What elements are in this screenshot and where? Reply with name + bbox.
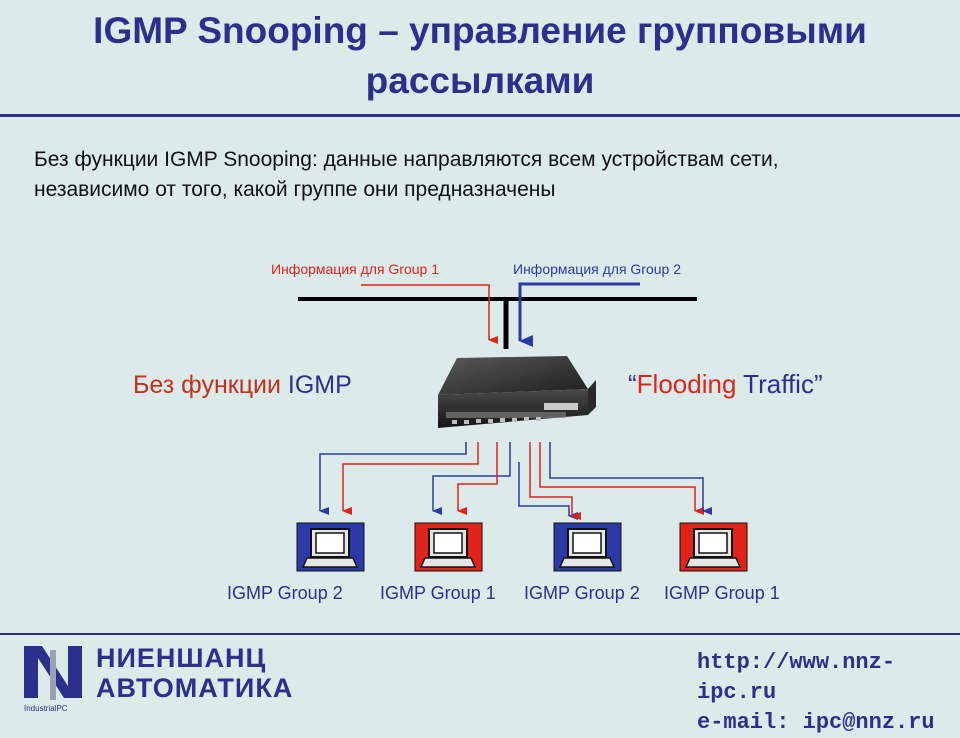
- group2-info-arrow: [518, 282, 640, 347]
- group1-info-label: Информация для Group 1: [271, 261, 439, 277]
- flood-arrow-red-3: [529, 442, 581, 520]
- company-logo-icon: [24, 646, 82, 700]
- host-group1-b-icon: [679, 522, 748, 572]
- logo-subtitle: IndustrialPC: [24, 704, 68, 713]
- network-diagram: [24, 282, 748, 700]
- network-switch-image: [438, 356, 596, 428]
- page-title: IGMP Snooping – управление групповыми ра…: [93, 10, 867, 101]
- title-divider: [0, 114, 960, 117]
- group2-info-label: Информация для Group 2: [513, 261, 681, 277]
- logo-line-1: НИЕНШАНЦ: [96, 643, 267, 673]
- flood-arrow-blue-2: [432, 442, 511, 515]
- no-igmp-label: Без функции IGMP: [133, 371, 352, 400]
- flood-arrow-blue-3: [518, 462, 578, 520]
- host-label-2: IGMP Group 1: [380, 583, 496, 603]
- flood-arrow-blue-4: [549, 442, 712, 515]
- email-link[interactable]: e-mail: ipc@nnz.ru: [697, 710, 935, 735]
- footer-divider: [0, 633, 960, 635]
- flooding-rest: Traffic”: [736, 369, 823, 399]
- group1-info-arrow: [361, 284, 498, 344]
- contact-info: http://www.nnz-ipc.ru e-mail: ipc@nnz.ru: [697, 648, 960, 738]
- host-label-4: IGMP Group 1: [664, 583, 780, 603]
- flood-arrow-red-1: [342, 442, 479, 515]
- flood-arrow-red-4: [539, 442, 704, 515]
- host-group2-b-icon: [553, 522, 622, 572]
- no-igmp-prefix: Без функции: [133, 371, 281, 399]
- intro-text: Без функции IGMP Snooping: данные направ…: [34, 148, 779, 201]
- flooding-traffic-label: “Flooding Traffic”: [628, 369, 823, 400]
- flood-arrow-blue-1: [319, 442, 467, 515]
- logo-line-2: АВТОМАТИКА: [96, 673, 294, 703]
- company-name: НИЕНШАНЦ АВТОМАТИКА: [96, 643, 293, 703]
- no-igmp-suffix: IGMP: [287, 371, 352, 399]
- host-group2-a-icon: [296, 522, 365, 572]
- flood-arrow-red-2: [457, 442, 498, 515]
- flooding-word: Flooding: [636, 369, 737, 399]
- flooding-open-quote: “: [628, 369, 637, 399]
- host-label-3: IGMP Group 2: [524, 583, 640, 603]
- host-label-1: IGMP Group 2: [227, 583, 343, 603]
- host-group1-a-icon: [414, 522, 483, 572]
- website-link[interactable]: http://www.nnz-ipc.ru: [697, 650, 896, 705]
